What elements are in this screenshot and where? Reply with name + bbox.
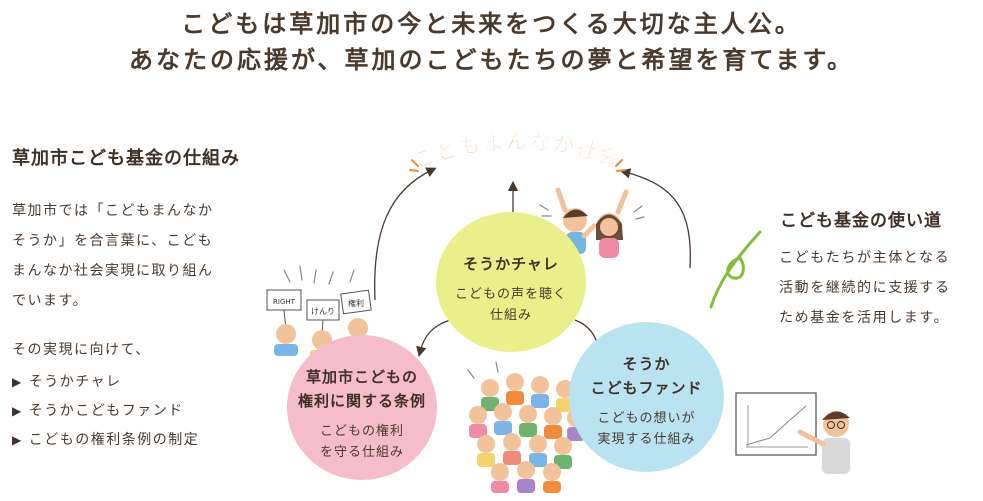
arrow-right-to-top — [619, 168, 691, 269]
circle-title: 草加市こどもの — [305, 368, 418, 386]
headline: こどもは草加市の今と未来をつくる大切な主人公。 あなたの応援が、草加のこどもたち… — [0, 6, 983, 78]
bullet-item: ▶こどもの権利条例の制定 — [12, 426, 199, 455]
headline-line-1: こどもは草加市の今と未来をつくる大切な主人公。 — [181, 10, 802, 38]
soka-challe-circle: そうかチャレ こどもの声を聴く 仕組み — [436, 212, 586, 352]
fund-mechanism-title: 草加市こども基金の仕組み — [12, 148, 240, 169]
body-line: こどもたちが主体となる — [779, 250, 951, 266]
teacher-with-board-illustration — [735, 392, 850, 474]
circle-title: 権利に関する条例 — [297, 392, 426, 410]
circle-text: 仕組み — [489, 308, 532, 323]
bullet-item: ▶そうかこどもファンド — [12, 397, 199, 426]
arrow-left-to-top — [374, 167, 437, 301]
childrens-rights-ordinance-circle: 草加市こどもの 権利に関する条例 こどもの権利 を守る仕組み — [287, 335, 437, 480]
top-label-text: こどもまんなか社会 — [410, 129, 624, 173]
sign-text: RIGHT — [273, 298, 296, 306]
arrow-yellow-to-pink — [416, 319, 451, 358]
fund-usage-title: こども基金の使い道 — [780, 211, 942, 231]
fund-mechanism-body: 草加市では「こどもまんなか そうか」を合言葉に、こども まんなか社会実現に取り組… — [12, 196, 270, 316]
triangle-bullet-icon: ▶ — [12, 433, 23, 447]
triangle-bullet-icon: ▶ — [12, 375, 23, 389]
circle-title: こどもファンド — [590, 379, 703, 397]
circle-title: そうかチャレ — [463, 255, 559, 273]
body-line: そうか」を合言葉に、こども — [12, 233, 214, 249]
triangle-bullet-icon: ▶ — [12, 404, 23, 418]
leaf-doodle-icon — [709, 230, 762, 309]
circle-text: 実現する仕組み — [597, 432, 696, 447]
fund-mechanism-sub: その実現に向けて、 — [12, 342, 151, 358]
body-line: まんなか社会実現に取り組ん — [12, 263, 214, 279]
circle-text: を守る仕組み — [319, 445, 404, 460]
sign-text: 権利 — [348, 298, 364, 308]
soka-kodomo-fund-circle: そうか こどもファンド こどもの想いが 実現する仕組み — [569, 322, 724, 472]
bullet-list: ▶そうかチャレ ▶そうかこどもファンド ▶こどもの権利条例の制定 — [12, 368, 199, 455]
circle-text: こどもの声を聴く — [454, 287, 567, 302]
body-line: 草加市では「こどもまんなか — [12, 203, 214, 219]
bullet-item: ▶そうかチャレ — [12, 368, 199, 397]
body-line: でいます。 — [12, 293, 89, 309]
fund-usage-body: こどもたちが主体となる 活動を継続的に支援する ため基金を活用します。 — [779, 243, 979, 333]
body-line: 活動を継続的に支援する — [779, 280, 951, 296]
sparkle-icon — [409, 159, 626, 172]
headline-line-2: あなたの応援が、草加のこどもたちの夢と希望を育てます。 — [129, 46, 854, 74]
circle-text: こどもの想いが — [597, 411, 696, 426]
cheering-kids-illustration — [539, 187, 645, 258]
circle-text: こどもの権利 — [319, 424, 404, 439]
body-line: ため基金を活用します。 — [779, 310, 950, 326]
circle-title: そうか — [622, 355, 671, 373]
sign-text: けんり — [311, 307, 335, 316]
